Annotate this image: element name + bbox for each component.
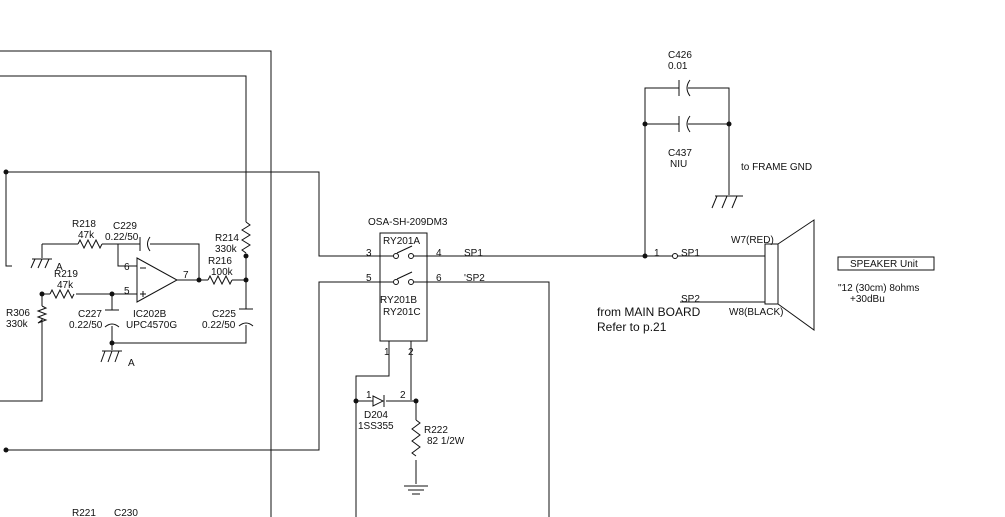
frame-gnd-label: to FRAME GND [741,162,812,173]
ground-symbol-a1 [30,258,52,269]
d204-part: 1SS355 [358,421,394,432]
opamp-pin7: 7 [183,270,189,281]
c227-value: 0.22/50 [69,320,103,331]
ry201b-label: RY201B [380,295,417,306]
c225-label: C225 [212,309,236,320]
c229-value: 0.22/50 [105,232,139,243]
r219-label: R219 [54,269,78,280]
diode-d204 [372,395,385,407]
r219-value: 47k [57,280,74,291]
ground-a1-label: A [56,262,63,273]
c229-label: C229 [113,221,137,232]
sp2-connector-label: SP2 [681,294,700,305]
sp2-relay-label: 'SP2 [464,273,485,284]
relay-pin5: 5 [366,273,372,284]
d204-pin2: 2 [400,390,406,401]
w7-label: W7(RED) [731,235,774,246]
relay-ry201 [379,232,428,342]
from-main-board-label: from MAIN BOARD [597,305,701,319]
r216-label: R216 [208,256,232,267]
c426-value: 0.01 [668,61,688,72]
speaker-spec-line1: "12 (30cm) 8ohms [838,283,919,294]
c437-label: C437 [668,148,692,159]
r214-label: R214 [215,233,239,244]
ground-symbol-r222 [404,485,428,495]
c230-label: C230 [114,508,138,517]
capacitor-c426 [678,79,691,97]
opamp-ic202b [136,257,179,303]
junction-dots [3,121,732,453]
sp1-connector-label: SP1 [681,248,700,259]
resistor-r214 [241,221,251,254]
relay-pin6: 6 [436,273,442,284]
connector-pin1: 1 [654,248,660,259]
r222-label: R222 [424,425,448,436]
resistor-r218 [77,238,103,250]
r306-value: 330k [6,319,29,330]
relay-pin4: 4 [436,248,442,259]
r222-value: 82 1/2W [427,436,465,447]
resistor-r222 [411,419,421,457]
relay-part-label: OSA-SH-209DM3 [368,217,448,228]
capacitor-c227 [104,309,120,328]
ground-a2-label: A [128,358,135,369]
resistor-r306 [36,305,48,324]
r221-label: R221 [72,508,96,517]
relay-pin3: 3 [366,248,372,259]
resistor-r216 [207,274,233,286]
d204-pin1: 1 [366,390,372,401]
sp1-relay-label: SP1 [464,248,483,259]
ground-symbol-a2 [100,350,122,363]
capacitor-c225 [238,308,254,327]
r218-label: R218 [72,219,96,230]
ry201c-label: RY201C [383,307,421,318]
r306-label: R306 [6,308,30,319]
refer-to-page-label: Refer to p.21 [597,320,667,334]
w8-label: W8(BLACK) [729,307,783,318]
speaker-unit-box [837,256,935,271]
ic202b-part: UPC4570G [126,320,177,331]
c225-value: 0.22/50 [202,320,236,331]
frame-ground-symbol [711,195,743,209]
speaker-unit-label: SPEAKER Unit [850,259,918,270]
c227-label: C227 [78,309,102,320]
capacitor-c229 [134,236,151,252]
speaker-connector [672,253,680,259]
d204-label: D204 [364,410,388,421]
ry201a-label: RY201A [383,236,420,247]
resistor-r219 [49,288,75,300]
relay-pin1: 1 [384,347,390,358]
ic202b-label: IC202B [133,309,167,320]
r216-value: 100k [211,267,234,278]
capacitor-c437 [678,115,691,133]
opamp-pin5: 5 [124,286,130,297]
speaker-spec-line2: +30dBu [850,294,885,305]
relay-pin2: 2 [408,347,414,358]
r214-value: 330k [215,244,238,255]
r218-value: 47k [78,230,95,241]
wires [0,50,765,517]
c437-value: NIU [670,159,687,170]
opamp-pin6: 6 [124,262,130,273]
speaker-symbol [764,219,815,331]
c426-label: C426 [668,50,692,61]
